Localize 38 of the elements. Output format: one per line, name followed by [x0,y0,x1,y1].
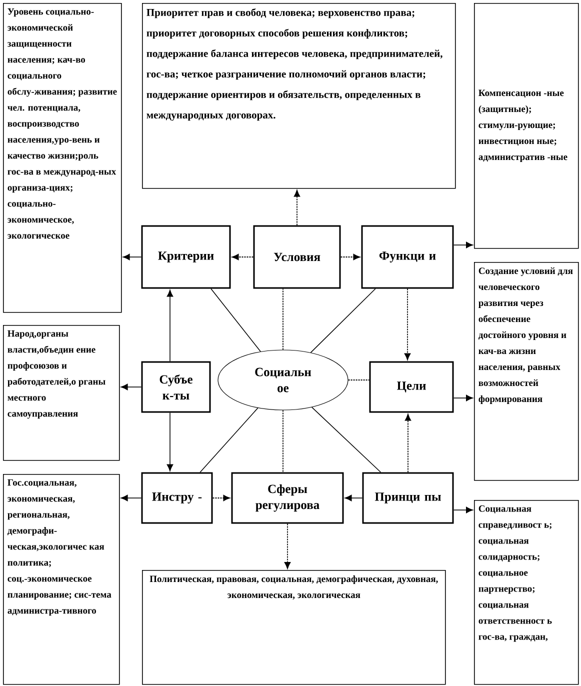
arrow [120,384,142,390]
arrow [453,506,473,514]
connector-line [310,288,376,353]
arrow [166,412,174,472]
concept-box: Условия [253,225,341,289]
text-box: Компенсацион -ные (защитные); стимули-рующие; инвестицион ные; административ -ные [474,3,579,249]
connector-line [282,410,284,473]
connector-line [200,408,258,473]
arrow [120,494,142,502]
connector-line [311,406,382,473]
text-box: Гос.социальная, экономическая, региональная, демографи-ческая,экологичес кая политика; соц.-экономическое планирование; сис-тема администра-тивного [3,474,120,685]
arrow [404,288,411,360]
arrow [294,190,300,226]
connector-line [282,288,284,350]
concept-box: Сферы регулирова [231,472,344,524]
arrow [212,494,230,502]
text-box: Политическая, правовая, социальная, демографическая, духовная, экономическая, экологическая [142,570,446,685]
concept-box: Субъе к-ты [141,361,211,413]
arrow [404,414,412,473]
arrow [284,523,291,569]
concept-box: Критерии [141,225,231,289]
text-box: Уровень социально-экономической защищенности населения; кач-во социального обслу-живания; развитие чел. потенциала, воспроизводство населения,уро-вень и качество жизни;роль гос-ва в международ-ных организа-циях; социально-экономическое, экологическое [3,3,122,313]
arrow [344,494,363,502]
arrow [122,254,142,260]
text-box: Создание условий для человеческого развития через обеспечение достойного уровня и кач-ва жизни населения, равных возможностей формирования [474,262,579,481]
concept-box: Принци пы [362,472,454,524]
arrow [232,254,254,260]
arrow [166,290,174,362]
concept-box: Инстру - [141,472,213,524]
connector-line [210,288,261,352]
arrow [453,242,473,248]
text-box: Социальная справедливост ь; социальная солидарность; социальное партнерство; социальная ответственност ь гос-ва, граждан, [474,500,579,685]
concept-box: Цели [369,361,454,413]
arrow [340,254,360,260]
text-box: Приоритет прав и свобод человека; верховенство права; приоритет договорных способов решения конфликтов; поддержание баланса интересов человека, предпринимателей, гос-ва; четкое разграничение полномочий органов власти; поддержание ориентиров и обязательств, определенных в международных договорах. [142,3,456,189]
concept-box: Функци и [361,225,454,289]
text-box: Народ,органы власти,объедин ение профсоюзов и работодателей,о рганы местного самоуправления [3,325,120,461]
arrow [453,394,473,402]
